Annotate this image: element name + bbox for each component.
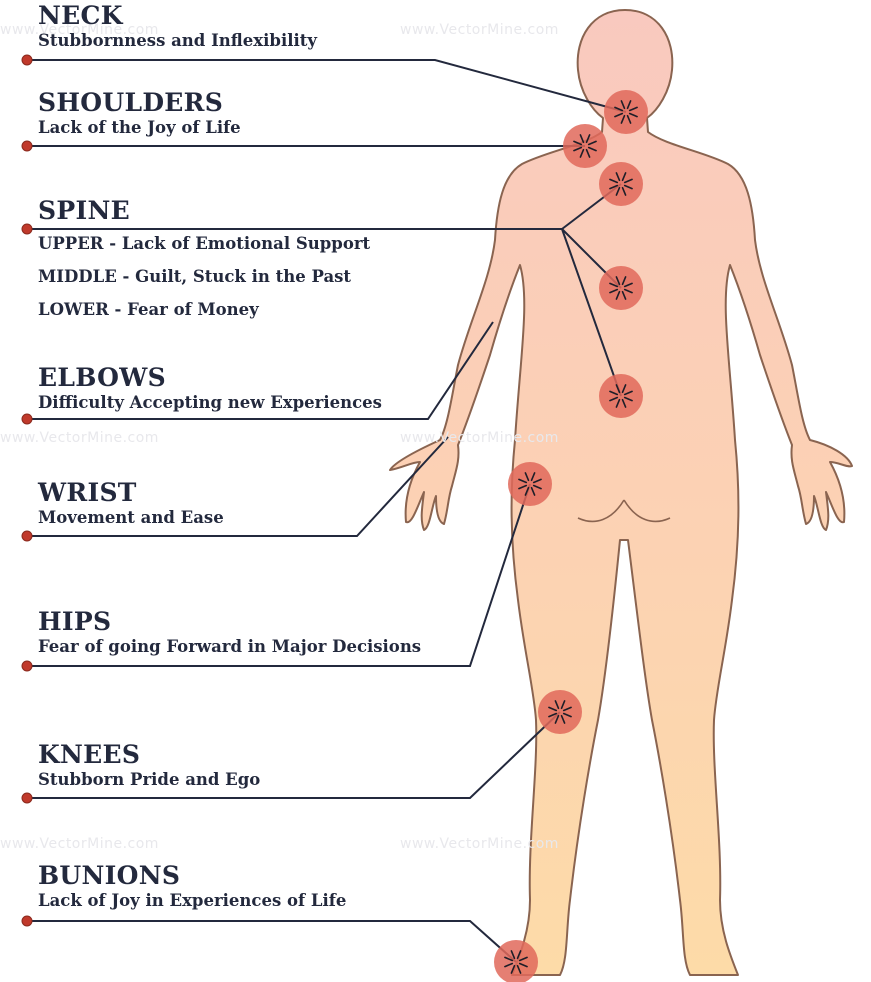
hips-title: HIPS [38, 608, 421, 636]
wrist-dot [22, 531, 32, 541]
spine-callout: SPINE UPPER - Lack of Emotional Support … [38, 197, 370, 321]
watermark: www.VectorMine.com [400, 836, 559, 852]
hips-dot [22, 661, 32, 671]
elbows-dot [22, 414, 32, 424]
spine-upper-text: UPPER - Lack of Emotional Support [38, 233, 370, 255]
shoulder-pain-spot [563, 124, 607, 168]
bunions-dot [22, 916, 32, 926]
neck-callout: NECK Stubbornness and Inflexibility [38, 2, 317, 52]
spine-title: SPINE [38, 197, 370, 225]
neck-title: NECK [38, 2, 317, 30]
shoulders-callout: SHOULDERS Lack of the Joy of Life [38, 89, 241, 139]
bunions-title: BUNIONS [38, 862, 346, 890]
spine-middle-pain-spot [599, 266, 643, 310]
callout-dots [22, 55, 32, 926]
shoulders-title: SHOULDERS [38, 89, 241, 117]
neck-pain-spot [604, 90, 648, 134]
elbows-description: Difficulty Accepting new Experiences [38, 392, 382, 414]
spine-lower-pain-spot [599, 374, 643, 418]
wrist-title: WRIST [38, 479, 224, 507]
bunions-connector [28, 921, 516, 962]
watermark: www.VectorMine.com [400, 22, 559, 38]
knees-dot [22, 793, 32, 803]
wrist-callout: WRIST Movement and Ease [38, 479, 224, 529]
spine-upper-pain-spot [599, 162, 643, 206]
knees-description: Stubborn Pride and Ego [38, 769, 260, 791]
spine-dot [22, 224, 32, 234]
bunions-callout: BUNIONS Lack of Joy in Experiences of Li… [38, 862, 346, 912]
watermark: www.VectorMine.com [400, 430, 559, 446]
neck-description: Stubbornness and Inflexibility [38, 30, 317, 52]
spine-middle-text: MIDDLE - Guilt, Stuck in the Past [38, 266, 370, 288]
hips-description: Fear of going Forward in Major Decisions [38, 636, 421, 658]
knees-callout: KNEES Stubborn Pride and Ego [38, 741, 260, 791]
elbows-title: ELBOWS [38, 364, 382, 392]
knees-title: KNEES [38, 741, 260, 769]
watermark: www.VectorMine.com [0, 836, 159, 852]
shoulders-description: Lack of the Joy of Life [38, 117, 241, 139]
hips-callout: HIPS Fear of going Forward in Major Deci… [38, 608, 421, 658]
wrist-description: Movement and Ease [38, 507, 224, 529]
shoulders-dot [22, 141, 32, 151]
bunions-description: Lack of Joy in Experiences of Life [38, 890, 346, 912]
elbows-callout: ELBOWS Difficulty Accepting new Experien… [38, 364, 382, 414]
neck-dot [22, 55, 32, 65]
knee-pain-spot [538, 690, 582, 734]
body-silhouette [390, 10, 852, 975]
hip-pain-spot [508, 462, 552, 506]
foot-pain-spot [494, 940, 538, 982]
spine-lower-text: LOWER - Fear of Money [38, 299, 370, 321]
watermark: www.VectorMine.com [0, 430, 159, 446]
